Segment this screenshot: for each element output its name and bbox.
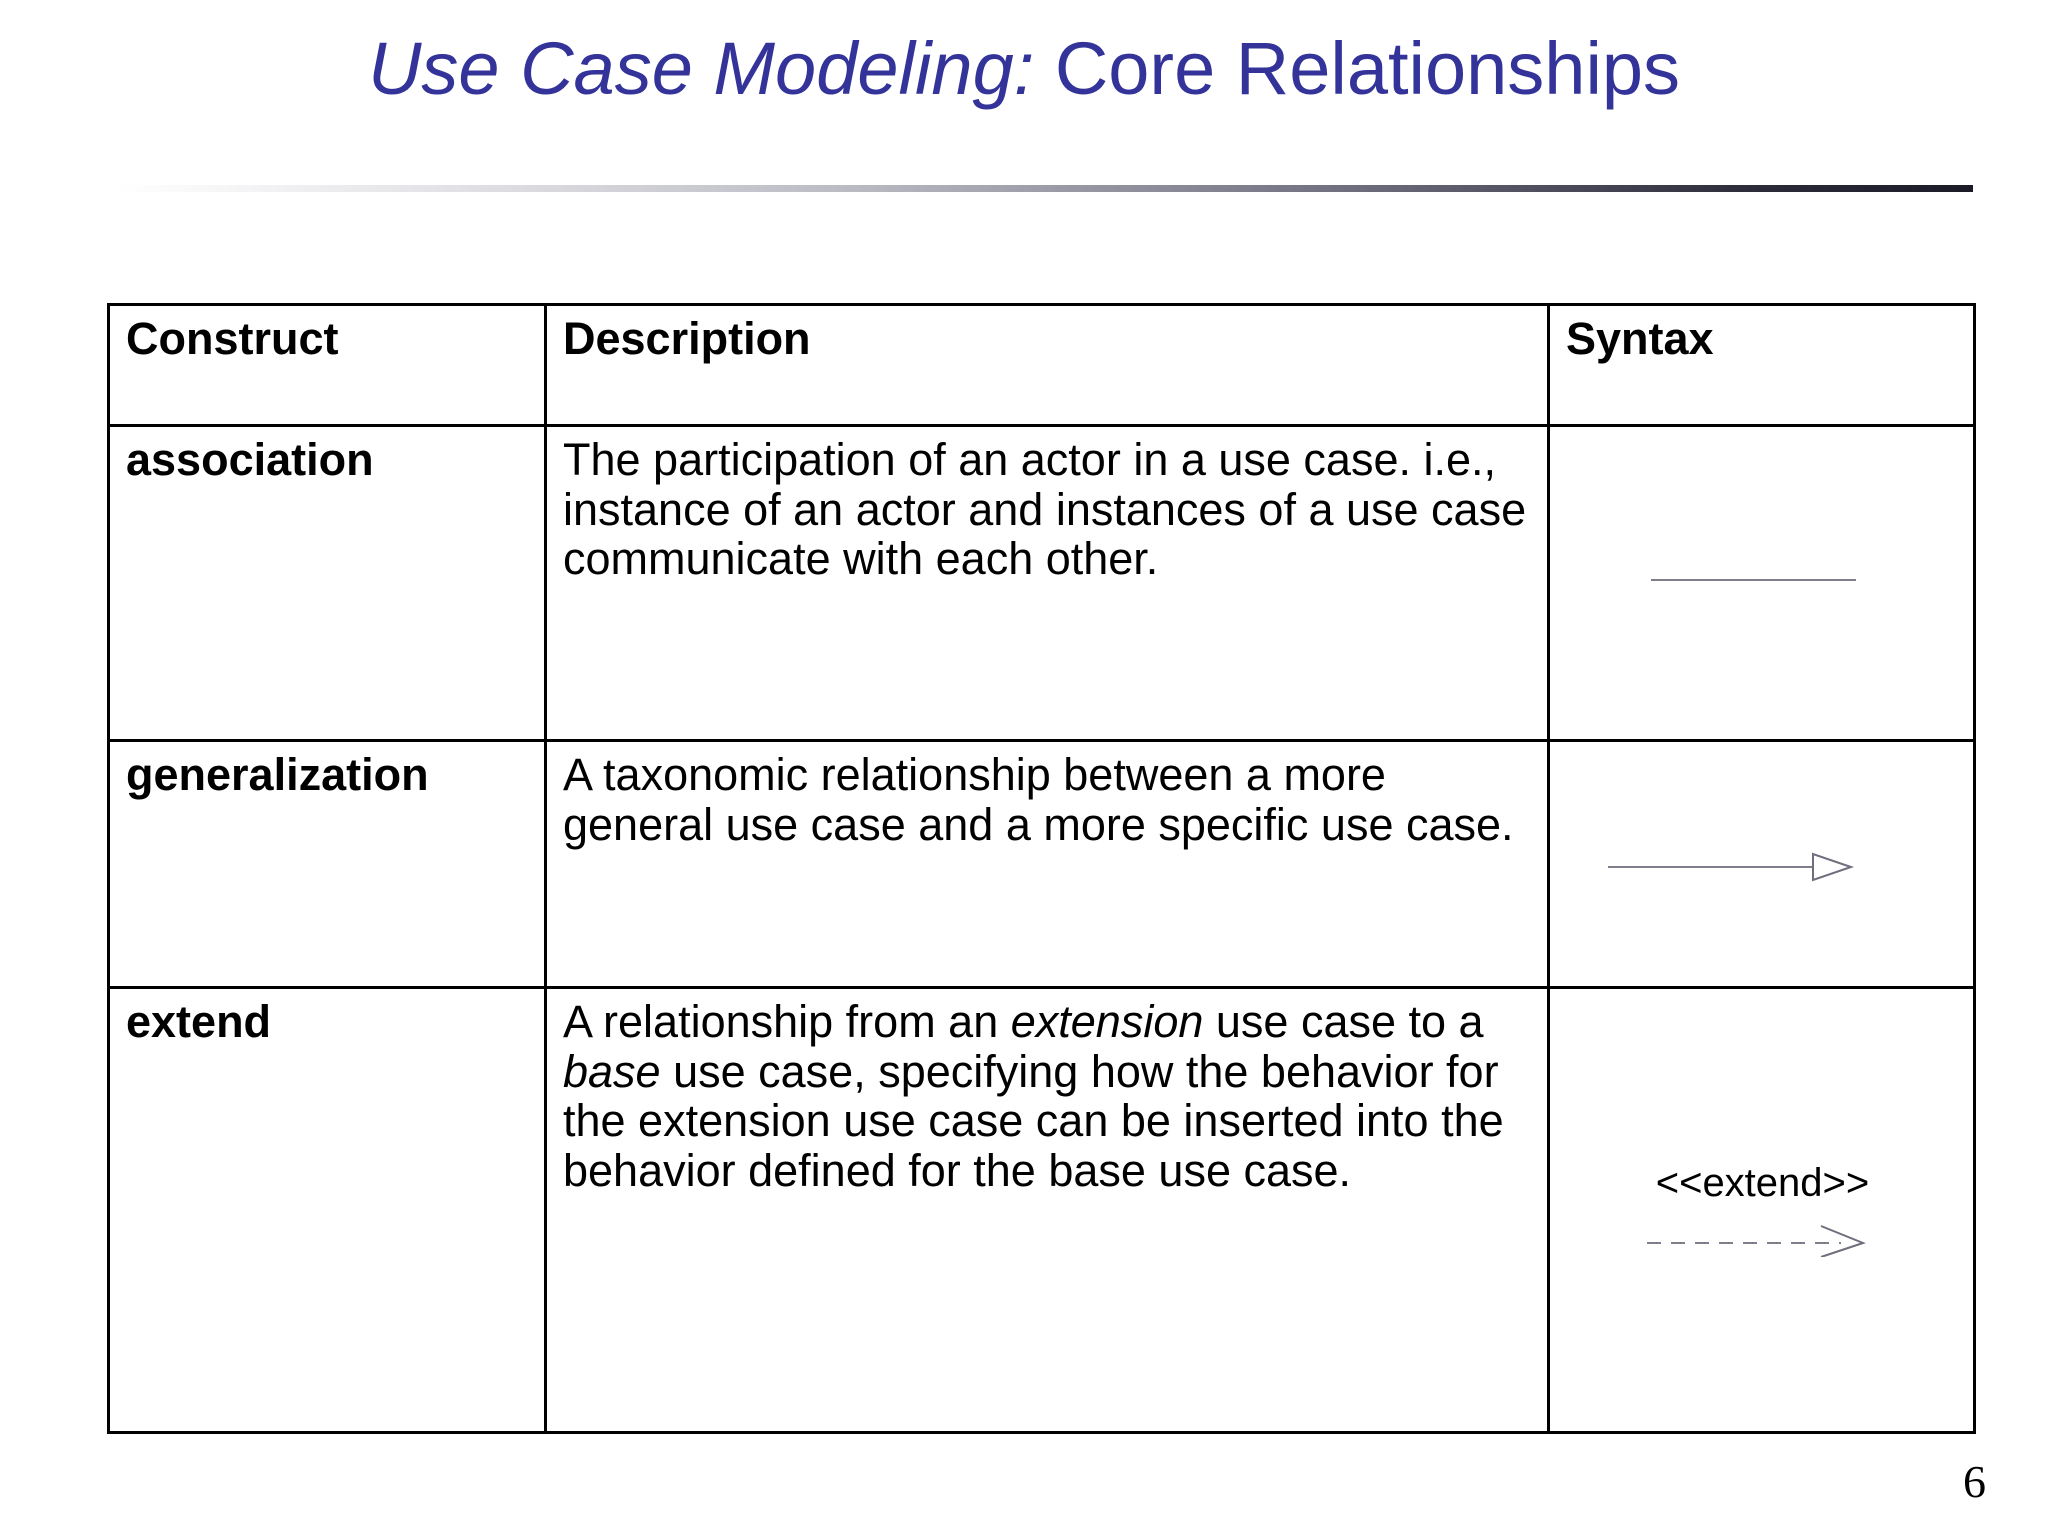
extend-dashed-arrow-icon	[1643, 1217, 1883, 1258]
generalization-arrow-icon	[1608, 844, 1858, 882]
table-row: extend A relationship from an extension …	[107, 986, 1976, 1434]
page-number: 6	[1963, 1456, 1986, 1507]
association-line-icon	[1651, 579, 1856, 581]
construct-syntax-association	[1547, 424, 1976, 742]
column-header-syntax: Syntax	[1547, 303, 1976, 427]
column-header-description: Description	[544, 303, 1550, 427]
extend-description-part-italic-extension: extension	[1010, 996, 1204, 1047]
page-title: Use Case Modeling: Core Relationships	[0, 30, 2048, 108]
extend-description-part: use case, specifying how the behavior fo…	[563, 1045, 1504, 1196]
table-header-row: Construct Description Syntax	[107, 303, 1976, 427]
construct-name-extend: extend	[107, 986, 547, 1434]
extend-syntax-group: <<extend>>	[1566, 1161, 1959, 1258]
page-title-rest: Core Relationships	[1034, 27, 1681, 110]
construct-description-association: The participation of an actor in a use c…	[544, 424, 1550, 742]
construct-syntax-generalization	[1547, 739, 1976, 989]
construct-name-association: association	[107, 424, 547, 742]
construct-syntax-extend: <<extend>>	[1547, 986, 1976, 1434]
title-underline-rule	[118, 185, 1973, 192]
extend-description-part: A relationship from an	[563, 996, 1011, 1047]
table-row: association The participation of an acto…	[107, 424, 1976, 742]
extend-description-part: use case to a	[1203, 996, 1484, 1047]
table-row: generalization A taxonomic relationship …	[107, 739, 1976, 989]
construct-description-extend: A relationship from an extension use cas…	[544, 986, 1550, 1434]
core-relationships-table: Construct Description Syntax association…	[107, 303, 1976, 1434]
page-title-emphasis: Use Case Modeling:	[367, 27, 1035, 110]
column-header-construct: Construct	[107, 303, 547, 427]
construct-description-generalization: A taxonomic relationship between a more …	[544, 739, 1550, 989]
extend-description-part-italic-base: base	[563, 1045, 661, 1097]
extend-stereotype-label: <<extend>>	[1655, 1161, 1870, 1205]
construct-name-generalization: generalization	[107, 739, 547, 989]
